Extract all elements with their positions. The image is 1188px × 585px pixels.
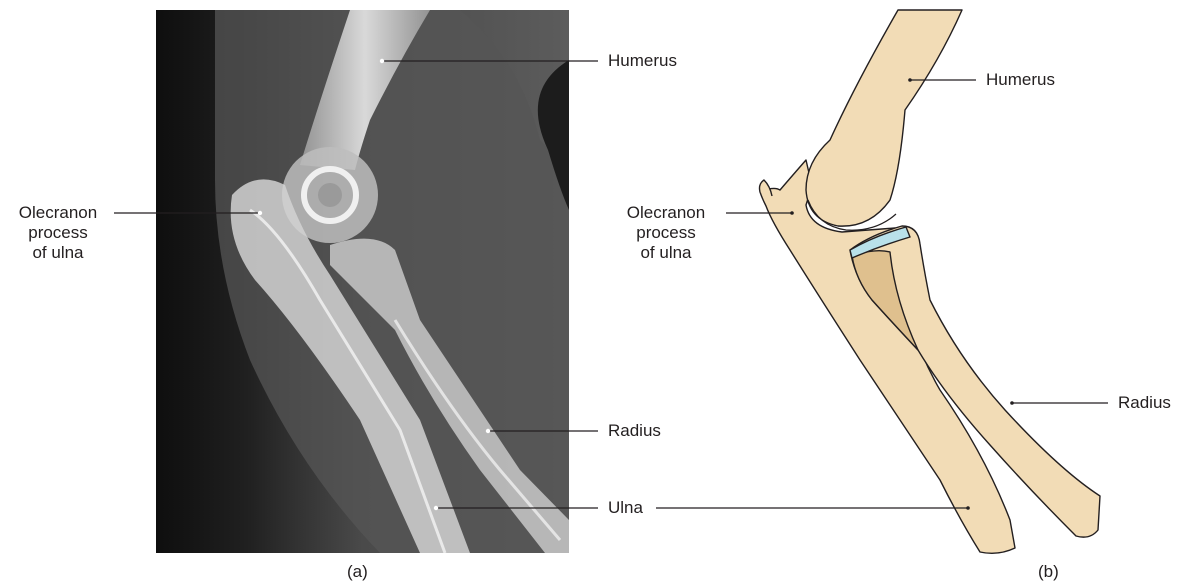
leader-dot [486, 429, 490, 433]
label-olecranon-a-line2: process [8, 223, 108, 243]
label-olecranon-b-line3: of ulna [614, 243, 718, 263]
elbow-illustration [760, 10, 1101, 553]
label-olecranon-b: Olecranon process of ulna [614, 203, 718, 263]
label-olecranon-a: Olecranon process of ulna [8, 203, 108, 263]
label-olecranon-a-line1: Olecranon [8, 203, 108, 223]
label-olecranon-b-line1: Olecranon [614, 203, 718, 223]
leader-dot [380, 59, 384, 63]
label-olecranon-b-line2: process [614, 223, 718, 243]
caption-b: (b) [1038, 562, 1059, 582]
leader-dot [258, 211, 262, 215]
label-humerus-b: Humerus [986, 70, 1055, 90]
leader-dot [908, 78, 912, 82]
ulna-bone [760, 160, 1015, 553]
leader-dot [790, 211, 794, 215]
humerus-bone [806, 10, 962, 226]
label-olecranon-a-line3: of ulna [8, 243, 108, 263]
leader-dot [1010, 401, 1014, 405]
label-radius-a: Radius [608, 421, 661, 441]
caption-a: (a) [347, 562, 368, 582]
label-humerus-a: Humerus [608, 51, 677, 71]
leader-dot [966, 506, 970, 510]
label-ulna-a: Ulna [608, 498, 643, 518]
label-radius-b: Radius [1118, 393, 1171, 413]
xray-image [156, 10, 569, 553]
leader-dot [434, 506, 438, 510]
